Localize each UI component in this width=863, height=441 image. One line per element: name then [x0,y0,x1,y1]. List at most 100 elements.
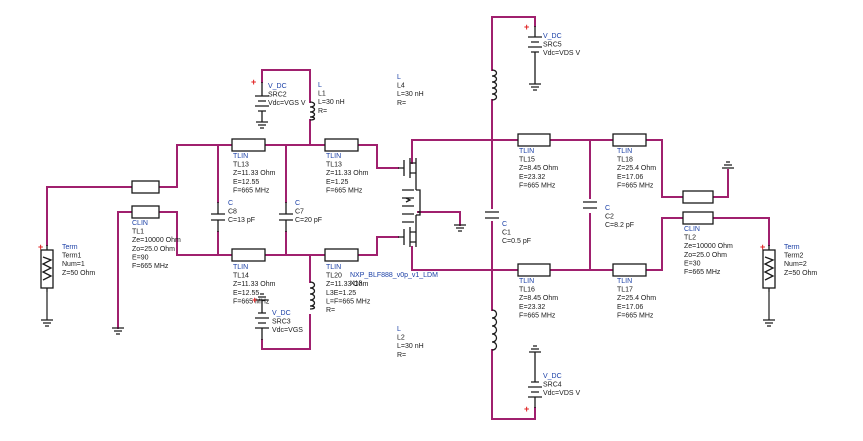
label-tl1-line-2: Ze=10000 Ohm [132,237,181,244]
label-tl14-line-2: Z=11.33 Ohm [233,281,276,288]
label-tl20-line-3: L3E=1.25 [326,290,356,297]
label-term2-line-0: Term [784,244,800,251]
label-tl13b-line-4: F=665 MHz [326,187,363,194]
l1-coil [309,101,316,121]
label-tl15-line-0: TLIN [519,148,534,155]
label-tl16-line-1: TL16 [519,287,535,294]
label-c8-line-2: C=13 pF [228,217,255,224]
label-term1-line-0: Term [62,244,78,251]
label-c7-line-0: C [295,200,300,207]
label-tl2-line-1: TL2 [684,235,696,242]
label-l2-line-1: L2 [397,335,405,342]
plus-sign-4: + [524,22,529,32]
label-l4-line-2: L=30 nH [397,91,424,98]
label-tl1-line-5: F=665 MHz [132,263,169,270]
label-tl18-line-4: F=665 MHz [617,182,654,189]
plus-sign-5: + [524,404,529,414]
tl2-box [682,211,714,225]
label-l1-line-1: L1 [318,91,326,98]
label-x13-line-0: NXP_BLF888_v0p_v1_LDM [350,272,438,279]
grounds [112,161,734,335]
label-tl2-line-3: Zo=25.0 Ohm [684,252,727,259]
label-src2-line-0: V_DC [268,83,287,90]
label-term2-line-1: Term2 [784,253,804,260]
label-l4-line-0: L [397,74,401,81]
label-src4-line-0: V_DC [543,373,562,380]
tl17-box [612,263,647,277]
label-tl1-line-3: Zo=25.0 Ohm [132,246,175,253]
label-tl1-line-1: TL1 [132,229,144,236]
label-tl2-line-5: F=665 MHz [684,269,721,276]
label-tl2-line-0: CLIN [684,226,700,233]
wires [46,16,770,420]
l2-coil [491,309,498,351]
label-src2-line-1: SRC2 [268,92,287,99]
tl15-box [517,133,551,147]
label-src5-line-0: V_DC [543,33,562,40]
label-term1-line-1: Term1 [62,253,82,260]
tl20-box [324,248,359,262]
label-tl13a-line-2: Z=11.33 Ohm [233,170,276,177]
label-x13-line-1: X13 [350,281,363,288]
label-l4-line-1: L4 [397,83,405,90]
label-l2-line-2: L=30 nH [397,343,424,350]
c7-symbol [279,202,293,232]
label-src3-line-2: Vdc=VGS [272,327,303,334]
label-tl15-line-3: E=23.32 [519,174,545,181]
label-src5-line-2: Vdc=VDS V [543,50,580,57]
label-tl2-line-4: E=30 [684,260,701,267]
label-tl15-line-4: F=665 MHz [519,182,556,189]
label-src4-line-2: Vdc=VDS V [543,390,580,397]
plus-sign-3: + [252,295,257,305]
label-c1-line-1: C1 [502,230,511,237]
label-tl16-line-2: Z=8.45 Ohm [519,295,558,302]
label-c2-line-0: C [605,205,610,212]
label-tl1-line-0: CLIN [132,220,148,227]
plus-sign-0: + [38,242,43,252]
plus-sign-1: + [760,242,765,252]
c1-symbol [485,211,499,219]
label-l1-line-2: L=30 nH [318,99,345,106]
label-src5-line-1: SRC5 [543,42,562,49]
label-c7-line-1: C7 [295,209,304,216]
tl14-box [231,248,266,262]
label-tl20-line-0: TLIN [326,264,341,271]
term2-symbol [762,245,776,327]
label-c2-line-2: C=8.2 pF [605,222,634,229]
label-tl20-line-5: R= [326,307,335,314]
term1-symbol [40,245,54,327]
label-c7-line-2: C=20 pF [295,217,322,224]
label-tl15-line-2: Z=8.45 Ohm [519,165,558,172]
label-tl14-line-0: TLIN [233,264,248,271]
label-tl13b-line-0: TLIN [326,153,341,160]
c2-symbol [583,201,597,209]
label-tl17-line-2: Z=25.4 Ohm [617,295,656,302]
label-tl14-line-1: TL14 [233,273,249,280]
label-tl20-line-1: TL20 [326,273,342,280]
label-tl18-line-2: Z=25.4 Ohm [617,165,656,172]
label-tl15-line-1: TL15 [519,157,535,164]
label-c2-line-1: C2 [605,214,614,221]
label-tl17-line-0: TLIN [617,278,632,285]
label-tl16-line-4: F=665 MHz [519,312,556,319]
c8-symbol [211,202,225,232]
label-tl18-line-1: TL18 [617,157,633,164]
label-tl13a-line-3: E=12.55 [233,179,259,186]
label-tl1-line-4: E=90 [132,254,149,261]
transistor-x13 [398,158,421,247]
label-src3-line-0: V_DC [272,310,291,317]
label-tl18-line-3: E=17.06 [617,174,643,181]
label-tl14-line-4: F=665 MHz [233,298,270,305]
l4-coil [491,69,498,101]
tl16-box [517,263,551,277]
label-l2-line-3: R= [397,352,406,359]
label-tl13b-line-3: E=1.25 [326,179,348,186]
capacitors [211,201,597,232]
label-c1-line-0: C [502,221,507,228]
transmission-lines [131,133,714,277]
label-tl2-line-2: Ze=10000 Ohm [684,243,733,250]
plus-sign-2: + [251,77,256,87]
tl-output-top-box [682,190,714,204]
tl13a-box [231,138,266,152]
